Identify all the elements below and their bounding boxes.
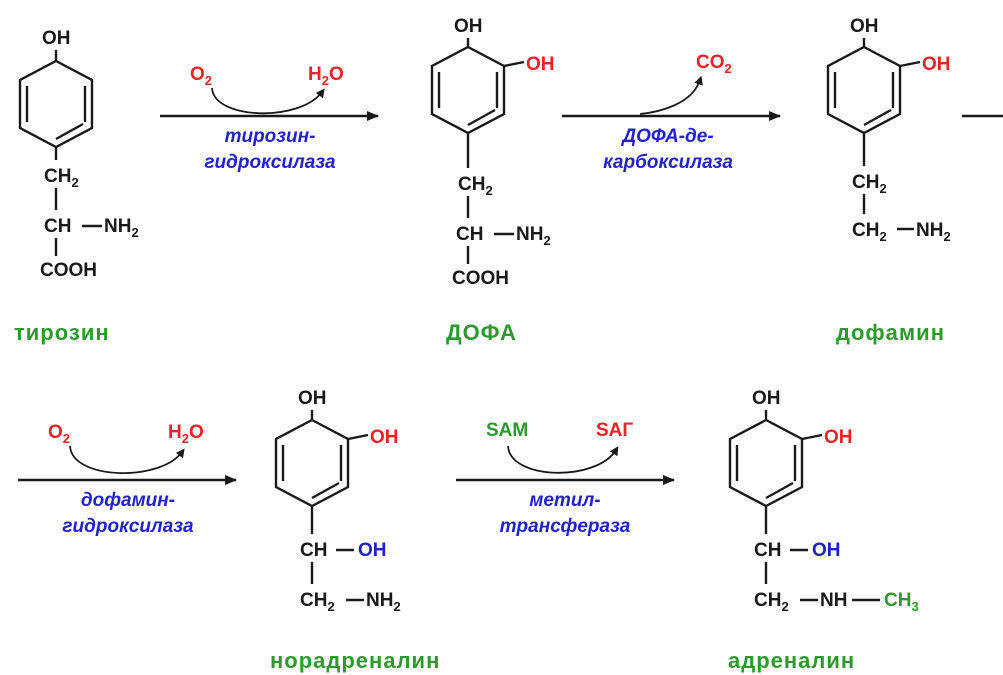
dopa-benzene-ring [430, 38, 525, 168]
dopamine-nh2: NH2 [916, 220, 951, 244]
adrenaline-ch3: CH3 [884, 590, 919, 614]
reaction-dopamine-hydroxylase: O2 H2O дофамин- гидроксилаза [18, 422, 237, 537]
reaction2-co2-curve [639, 75, 703, 115]
tyrosine-ch: CH [44, 216, 71, 237]
adrenaline-name: адреналин [728, 648, 855, 673]
reaction4-sag: SAГ [596, 420, 633, 441]
reaction2-enzyme-line2: карбоксилаза [603, 152, 733, 173]
reaction-methyltransferase: SAM SAГ метил- трансфераза [456, 420, 675, 537]
noradrenaline-benzene-ring [274, 410, 369, 534]
dopa-cooh: COOH [452, 268, 509, 289]
dopa-ch2: CH2 [458, 174, 493, 198]
compound-noradrenaline: OH OH CH OH CH2 NH2 норадреналин [270, 388, 440, 673]
reaction3-enzyme-line1: дофамин- [81, 490, 175, 511]
compound-dopamine: OH OH CH2 CH2 NH2 дофамин [826, 16, 951, 345]
reaction1-cofactor-curve [211, 87, 325, 115]
compound-tyrosine: OH CH2 CH NH2 COOH тирозин [14, 28, 139, 345]
dopa-name: ДОФА [446, 320, 517, 345]
compound-dopa: OH OH CH2 CH NH2 COOH ДОФА [430, 16, 555, 345]
adrenaline-nh: NH [820, 590, 847, 611]
reaction1-enzyme-line2: гидроксилаза [204, 152, 336, 173]
dopa-ring-oh: OH [454, 16, 483, 37]
reaction-dopa-decarboxylase: CO2 ДОФА-де- карбоксилаза [562, 52, 781, 173]
reaction1-o2: O2 [190, 64, 212, 88]
dopa-ch: CH [456, 224, 483, 245]
reaction4-enzyme-line2: трансфераза [500, 516, 631, 537]
dopamine-ring-oh: OH [850, 16, 879, 37]
reaction2-enzyme-line1: ДОФА-де- [620, 126, 713, 147]
noradrenaline-ch: CH [300, 540, 327, 561]
noradrenaline-name: норадреналин [270, 648, 440, 673]
reaction2-co2: CO2 [696, 52, 732, 76]
dopamine-name: дофамин [836, 320, 945, 345]
adrenaline-ring-oh: OH [752, 388, 781, 409]
reaction3-enzyme-line2: гидроксилаза [62, 516, 194, 537]
adrenaline-meta-oh: OH [824, 427, 853, 448]
noradrenaline-meta-oh: OH [370, 427, 399, 448]
reaction4-enzyme-line1: метил- [529, 490, 600, 511]
noradrenaline-ring-oh: OH [298, 388, 327, 409]
tyrosine-ring-oh: OH [42, 28, 71, 49]
reaction3-o2: O2 [48, 422, 70, 446]
adrenaline-benzene-ring [728, 410, 823, 534]
reaction4-sam: SAM [486, 420, 528, 441]
reaction4-cofactor-curve [507, 445, 619, 474]
tyrosine-name: тирозин [14, 320, 110, 345]
dopa-nh2: NH2 [516, 224, 551, 248]
reaction3-h2o: H2O [168, 422, 204, 446]
dopa-meta-oh: OH [526, 54, 555, 75]
tyrosine-benzene-ring [18, 50, 94, 160]
adrenaline-side-oh: OH [812, 540, 841, 561]
tyrosine-ch2: CH2 [44, 166, 79, 190]
adrenaline-ch: CH [754, 540, 781, 561]
compound-adrenaline: OH OH CH OH CH2 NH CH3 адреналин [728, 388, 919, 673]
dopamine-benzene-ring [826, 38, 921, 166]
adrenaline-ch2: CH2 [754, 590, 789, 614]
noradrenaline-side-oh: OH [358, 540, 387, 561]
tyrosine-nh2: NH2 [104, 216, 139, 240]
reaction1-h2o: H2O [308, 64, 344, 88]
reaction1-enzyme-line1: тирозин- [225, 126, 316, 147]
tyrosine-cooh: COOH [40, 260, 97, 281]
noradrenaline-nh2: NH2 [366, 590, 401, 614]
noradrenaline-ch2: CH2 [300, 590, 335, 614]
dopamine-ch2-bottom: CH2 [852, 220, 887, 244]
dopamine-meta-oh: OH [922, 54, 951, 75]
reaction3-cofactor-curve [69, 445, 185, 474]
reaction-tyrosine-hydroxylase: O2 H2O тирозин- гидроксилаза [160, 64, 379, 173]
dopamine-ch2-top: CH2 [852, 172, 887, 196]
